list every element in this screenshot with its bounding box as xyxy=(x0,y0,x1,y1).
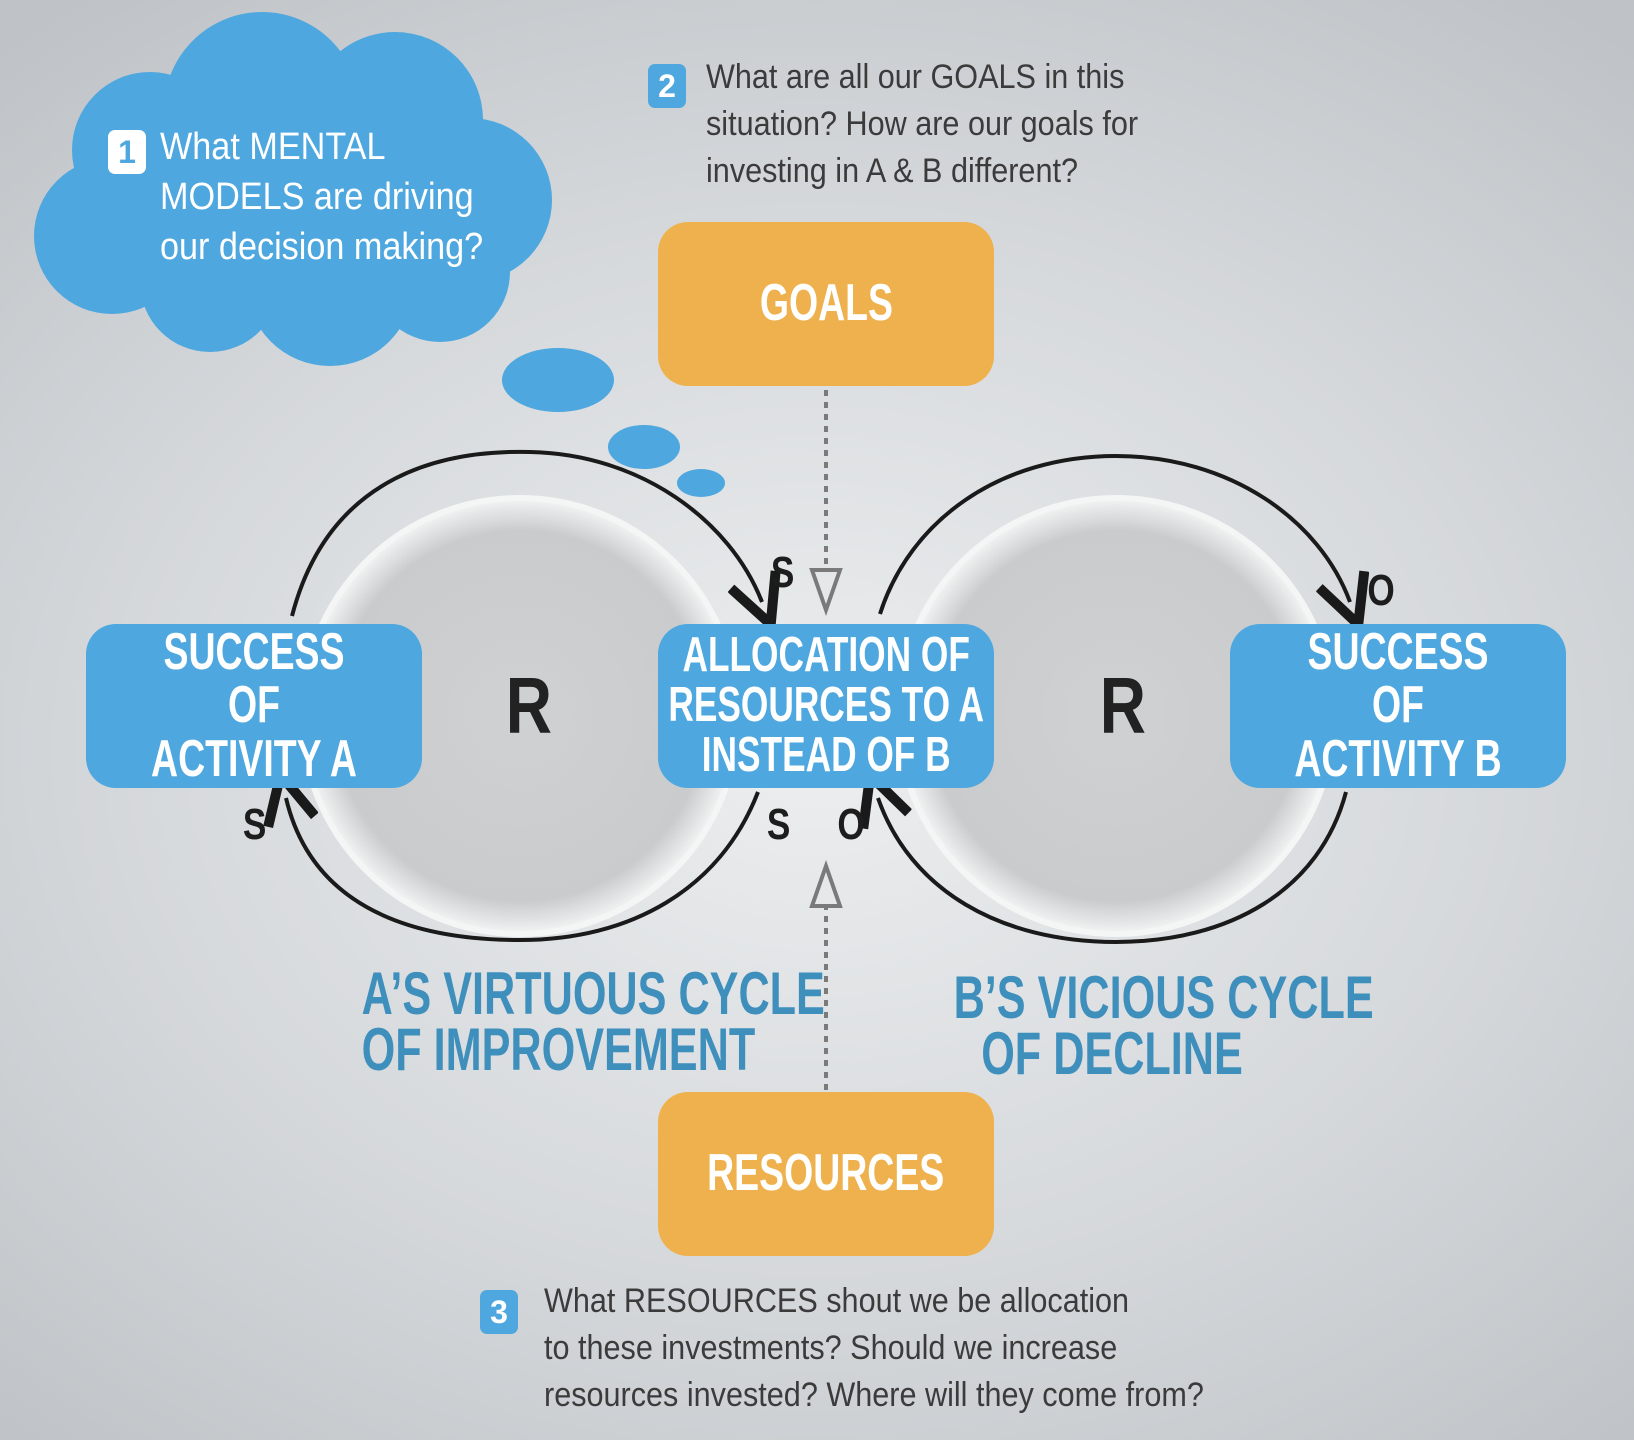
arrow-allocation-to-a xyxy=(286,792,760,943)
question-1-line-3: our decision making? xyxy=(160,226,484,268)
activity-b-line-2: ACTIVITY B xyxy=(1294,729,1502,788)
question-3-line-1: What RESOURCES shout we be allocation xyxy=(544,1282,1130,1320)
question-3-line-2: to these investments? Should we increase xyxy=(544,1329,1118,1367)
activity-a-line-2: ACTIVITY A xyxy=(151,729,357,788)
activity-a-box: SUCCESS OF ACTIVITY A xyxy=(86,624,422,788)
question-1-line-2: MODELS are driving xyxy=(160,176,474,218)
allocation-line-2: RESOURCES TO A xyxy=(668,678,984,733)
goals-box: GOALS xyxy=(658,222,994,386)
activity-b-box: SUCCESS OF ACTIVITY B xyxy=(1230,624,1566,788)
thought-bubble-large xyxy=(502,348,614,412)
allocation-line-1: ALLOCATION OF xyxy=(682,628,970,683)
virtuous-caption-line-2: OF IMPROVEMENT xyxy=(361,1016,756,1083)
question-3-number: 3 xyxy=(480,1290,518,1334)
polarity-top-left: S xyxy=(770,548,795,597)
mental-models-cloud xyxy=(34,12,552,366)
question-1-number: 1 xyxy=(108,130,146,174)
polarity-bottom-center-o: O xyxy=(837,800,865,849)
virtuous-caption-line-1: A’S VIRTUOUS CYCLE xyxy=(361,960,825,1027)
resources-triangle-head xyxy=(809,859,843,908)
activity-a-line-1: SUCCESS OF xyxy=(163,623,345,735)
goals-triangle-head xyxy=(809,568,843,617)
question-3-text: What RESOURCES shout we be allocation to… xyxy=(544,1278,1277,1419)
goals-label: GOALS xyxy=(759,274,893,333)
question-2-line-3: investing in A & B different? xyxy=(706,152,1078,190)
vicious-caption-line-2: OF DECLINE xyxy=(981,1020,1243,1087)
question-2-text: What are all our GOALS in this situation… xyxy=(706,54,1186,195)
polarity-bottom-left: S xyxy=(242,800,267,849)
question-3-line-3: resources invested? Where will they come… xyxy=(544,1376,1204,1414)
polarity-top-right: O xyxy=(1367,566,1395,615)
allocation-label: ALLOCATION OF RESOURCES TO A INSTEAD OF … xyxy=(668,628,984,782)
polarity-bottom-center-s: S xyxy=(766,800,791,849)
activity-b-label: SUCCESS OF ACTIVITY B xyxy=(1284,626,1512,785)
resources-label: RESOURCES xyxy=(707,1144,945,1203)
arrow-b-to-allocation xyxy=(878,792,1348,945)
arrow-allocation-to-b xyxy=(878,453,1350,614)
question-2-line-1: What are all our GOALS in this xyxy=(706,58,1125,96)
loop-label-left: R xyxy=(505,661,553,750)
virtuous-cycle-caption: A’S VIRTUOUS CYCLE OF IMPROVEMENT xyxy=(300,960,825,1083)
thought-bubble-medium xyxy=(608,425,680,469)
resources-box: RESOURCES xyxy=(658,1092,994,1256)
allocation-line-3: INSTEAD OF B xyxy=(701,727,951,782)
question-2-line-2: situation? How are our goals for xyxy=(706,105,1139,143)
loop-label-right: R xyxy=(1099,661,1147,750)
arrow-a-to-allocation xyxy=(290,449,762,616)
activity-a-label: SUCCESS OF ACTIVITY A xyxy=(140,626,368,785)
vicious-caption-line-1: B’S VICIOUS CYCLE xyxy=(953,964,1374,1031)
question-1-line-1: What MENTAL xyxy=(160,126,386,168)
activity-b-line-1: SUCCESS OF xyxy=(1307,623,1489,735)
allocation-box: ALLOCATION OF RESOURCES TO A INSTEAD OF … xyxy=(658,624,994,788)
question-2-number: 2 xyxy=(648,64,686,108)
thought-bubble-small xyxy=(677,469,725,497)
vicious-cycle-caption: B’S VICIOUS CYCLE OF DECLINE xyxy=(892,964,1374,1087)
question-1-text: What MENTAL MODELS are driving our decis… xyxy=(160,122,519,272)
